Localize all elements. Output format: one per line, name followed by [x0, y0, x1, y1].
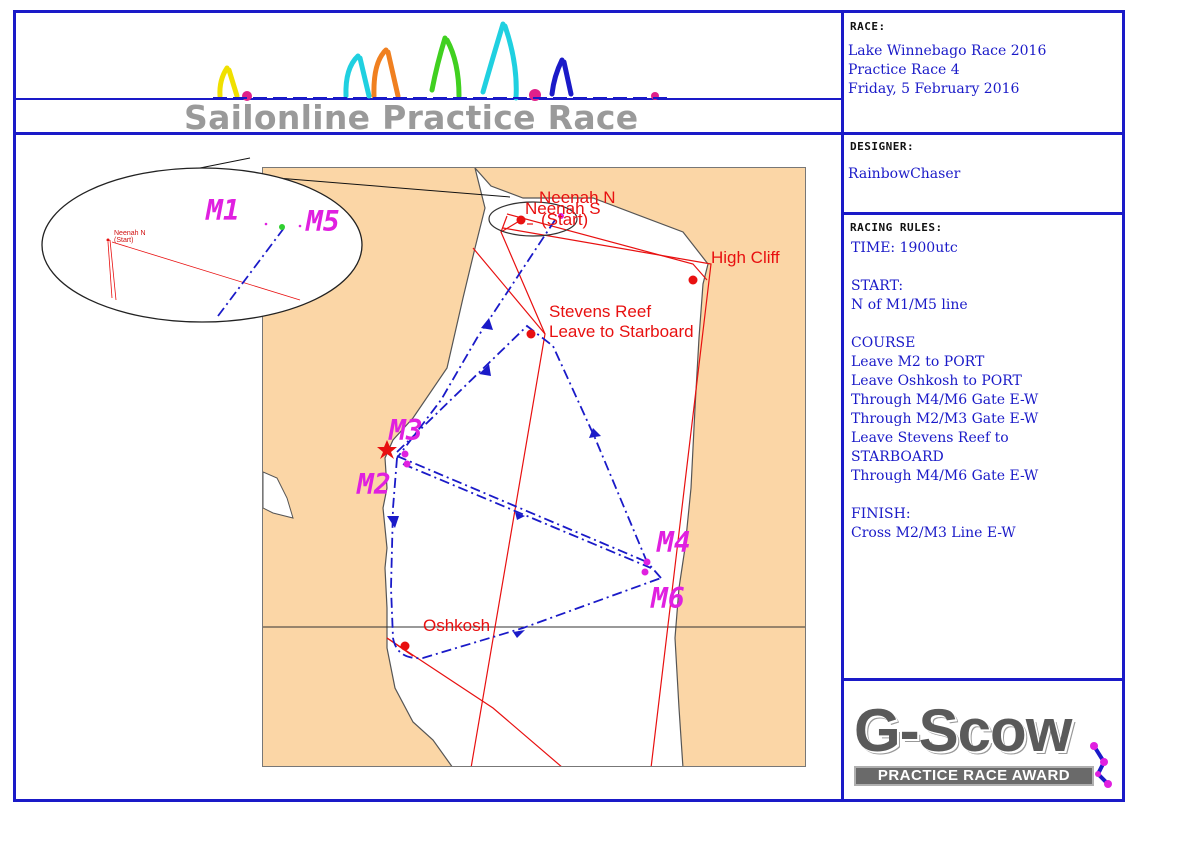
gscow-logo: G-Scow PRACTICE RACE AWARD [848, 686, 1120, 796]
logo-mark [1090, 742, 1112, 788]
inset-m1: M1 [206, 194, 240, 227]
inset-m5: M5 [306, 205, 340, 238]
label-oshkosh: Oshkosh [423, 616, 491, 635]
mark-m6 [641, 568, 649, 576]
label-neenah-s: Neenah S [525, 199, 601, 218]
race-label: RACE: [850, 20, 886, 33]
mark-m3 [401, 450, 409, 458]
designer-divider [843, 212, 1125, 215]
label-leave-starboard: Leave to Starboard [549, 322, 694, 341]
mark-high-cliff [688, 275, 698, 285]
outer-frame [13, 10, 1125, 802]
label-stevens-reef: Stevens Reef [549, 302, 652, 321]
designer-label: DESIGNER: [850, 140, 915, 153]
race-line-2: Practice Race 4 [848, 62, 960, 78]
logo-badge: PRACTICE RACE AWARD [854, 766, 1094, 786]
rules-divider [843, 678, 1125, 681]
inset-neenah-n: Neenah N [114, 230, 146, 237]
label-m3: M3 [389, 414, 423, 447]
banner-rule [13, 98, 843, 100]
mark-stevens-reef [526, 329, 536, 339]
lake-water [382, 168, 709, 766]
logo-title: G-Scow [854, 697, 1072, 764]
mark-m2 [403, 460, 411, 468]
race-divider [843, 132, 1125, 135]
label-m2: M2 [357, 468, 391, 501]
mark-m4 [643, 558, 651, 566]
start-star [377, 440, 397, 459]
race-line-1: Lake Winnebago Race 2016 [848, 43, 1047, 59]
mark-oshkosh [400, 641, 410, 651]
label-start: (Start) [541, 210, 589, 229]
label-high-cliff: High Cliff [711, 248, 780, 267]
zoom-inset [41, 157, 511, 323]
vertical-divider [841, 10, 844, 802]
rules-text: TIME: 1900utc START: N of M1/M5 line COU… [851, 240, 1039, 541]
race-line-3: Friday, 5 February 2016 [848, 81, 1020, 97]
inset-start: (Start) [114, 237, 134, 244]
designer-name: RainbowChaser [848, 166, 961, 182]
sails-graphic [213, 21, 673, 101]
label-m4: M4 [657, 526, 691, 559]
mark-neenah-n [516, 215, 526, 225]
label-neenah-n: Neenah N [539, 188, 616, 207]
rules-label: RACING RULES: [850, 221, 943, 234]
label-m6: M6 [651, 582, 685, 615]
mark-m1-m5 [558, 213, 564, 219]
banner-divider [13, 132, 843, 135]
banner-title: Sailonline Practice Race [184, 98, 639, 137]
